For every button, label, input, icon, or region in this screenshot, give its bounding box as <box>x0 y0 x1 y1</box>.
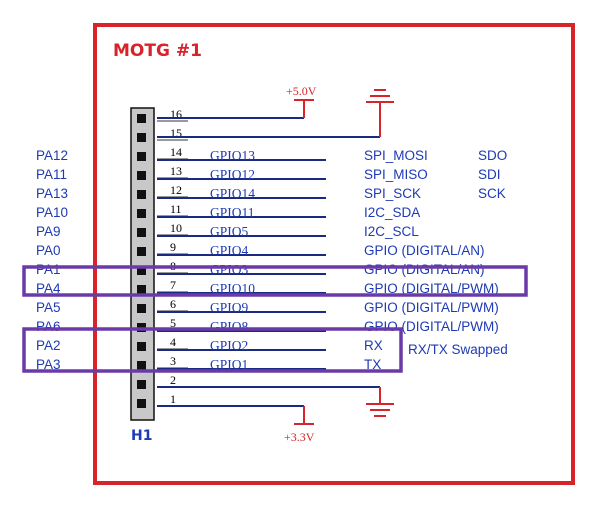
function-label: GPIO (DIGITAL/AN) <box>364 243 485 258</box>
pin-number: 7 <box>170 278 176 292</box>
highlight-rx-tx-rows <box>22 327 403 373</box>
pin-number: 12 <box>170 183 182 197</box>
gpio-label: GPIO5 <box>210 224 249 239</box>
port-label: PA3 <box>36 357 61 372</box>
spi-alt-label: SDI <box>478 167 501 182</box>
header-pad <box>137 190 146 199</box>
function-label: GPIO (DIGITAL/AN) <box>364 262 485 277</box>
header-pad <box>137 304 146 313</box>
header-pad <box>137 380 146 389</box>
gpio-label: GPIO13 <box>210 148 255 163</box>
gpio-label: GPIO4 <box>210 243 249 258</box>
pin-number: 5 <box>170 316 176 330</box>
power-5v-label: +5.0V <box>286 84 317 98</box>
swap-note: RX/TX Swapped <box>408 342 508 357</box>
function-label: TX <box>364 357 381 372</box>
header-pad <box>137 114 146 123</box>
function-label: RX <box>364 338 383 353</box>
port-label: PA0 <box>36 243 61 258</box>
gpio-label: GPIO2 <box>210 338 248 353</box>
pin-number: 6 <box>170 297 176 311</box>
header-label: H1 <box>131 428 152 444</box>
pin-number: 1 <box>170 392 176 406</box>
header-pad <box>137 399 146 408</box>
header-pad <box>137 228 146 237</box>
spi-alt-label: SDO <box>478 148 507 163</box>
board-title: MOTG #1 <box>113 41 202 61</box>
gpio-label: GPIO3 <box>210 262 249 277</box>
header-pad <box>137 266 146 275</box>
pin-number: 11 <box>170 202 182 216</box>
header-pad <box>137 361 146 370</box>
port-label: PA10 <box>36 205 68 220</box>
gpio-label: GPIO8 <box>210 319 249 334</box>
pin-number: 13 <box>170 164 182 178</box>
function-label: GPIO (DIGITAL/PWM) <box>364 300 499 315</box>
gpio-label: GPIO14 <box>210 186 255 201</box>
pin-number: 4 <box>170 335 176 349</box>
highlight-pa4-row <box>22 265 528 297</box>
power-3v3-symbol: +3.3V <box>157 405 315 444</box>
power-3v3-label: +3.3V <box>284 430 315 444</box>
function-label: GPIO (DIGITAL/PWM) <box>364 319 499 334</box>
pin-number: 14 <box>170 145 182 159</box>
gpio-label: GPIO12 <box>210 167 255 182</box>
header-body <box>130 107 155 421</box>
ground-bottom-symbol <box>157 386 394 417</box>
header-pad <box>137 133 146 142</box>
port-label: PA11 <box>36 167 67 182</box>
header-connector <box>130 107 155 421</box>
function-label: GPIO (DIGITAL/PWM) <box>364 281 499 296</box>
port-label: PA1 <box>36 262 61 277</box>
function-label: SPI_MISO <box>364 167 428 182</box>
port-label: PA9 <box>36 224 61 239</box>
gpio-label: GPIO10 <box>210 281 255 296</box>
port-label: PA5 <box>36 300 61 315</box>
pin-number: 3 <box>170 354 176 368</box>
header-pad <box>137 209 146 218</box>
power-5v-symbol: +5.0V <box>157 84 317 119</box>
pin-number: 10 <box>170 221 182 235</box>
function-label: I2C_SDA <box>364 205 420 220</box>
port-label: PA13 <box>36 186 68 201</box>
header-pad <box>137 171 146 180</box>
spi-alt-label: SCK <box>478 186 506 201</box>
pin-number: 9 <box>170 240 176 254</box>
board-frame <box>93 23 575 485</box>
gpio-label: GPIO1 <box>210 357 248 372</box>
port-label: PA4 <box>36 281 61 296</box>
header-pad <box>137 247 146 256</box>
header-pad <box>137 152 146 161</box>
header-pad <box>137 285 146 294</box>
function-label: SPI_MOSI <box>364 148 428 163</box>
pin-number: 2 <box>170 373 176 387</box>
gpio-label: GPIO9 <box>210 300 249 315</box>
header-pad <box>137 342 146 351</box>
gpio-label: GPIO11 <box>210 205 255 220</box>
port-label: PA2 <box>36 338 61 353</box>
function-label: I2C_SCL <box>364 224 419 239</box>
function-label: SPI_SCK <box>364 186 421 201</box>
port-label: PA6 <box>36 319 61 334</box>
ground-top-symbol <box>157 89 394 138</box>
port-label: PA12 <box>36 148 68 163</box>
